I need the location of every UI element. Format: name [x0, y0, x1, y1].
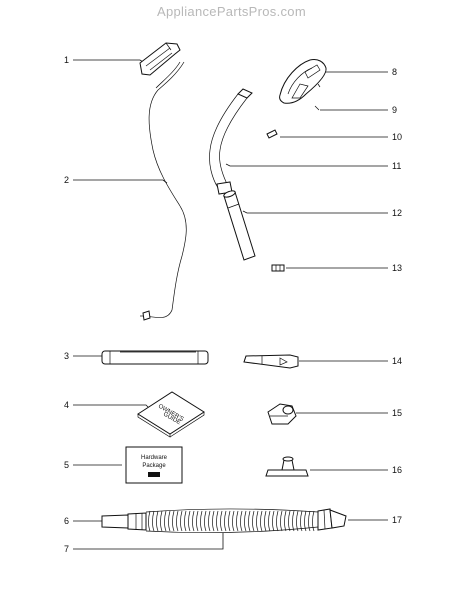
callout-6[interactable]: 6: [64, 516, 69, 526]
hose-rib: [164, 510, 167, 532]
callout-7[interactable]: 7: [64, 544, 69, 554]
hose-rib: [228, 510, 231, 532]
watermark: AppliancePartsPros.com: [157, 4, 306, 19]
hose-rib: [188, 510, 191, 532]
hose-rib: [276, 510, 279, 532]
hose-rib: [232, 510, 235, 532]
callout-16[interactable]: 16: [392, 465, 402, 475]
hose-rib: [304, 510, 307, 532]
hose-rib: [172, 510, 175, 532]
hose-rib: [220, 510, 223, 532]
callout-2[interactable]: 2: [64, 175, 69, 185]
part-4-owners-guide[interactable]: OWNER'S GUIDE: [137, 391, 205, 438]
callout-14[interactable]: 14: [392, 356, 402, 366]
callout-12[interactable]: 12: [392, 208, 402, 218]
part-10-pin[interactable]: [266, 129, 278, 139]
callout-15[interactable]: 15: [392, 408, 402, 418]
hose-rib: [180, 510, 183, 532]
hose-rib: [300, 510, 303, 532]
part-14-crevice-tool[interactable]: [243, 354, 299, 369]
hose-rib: [280, 510, 283, 532]
part-2-power-cord[interactable]: [140, 61, 187, 321]
hose-rib: [296, 510, 299, 532]
hose-rib: [256, 510, 259, 532]
hose-rib: [292, 510, 295, 532]
part-8-handle-assembly[interactable]: [279, 59, 327, 104]
hose-rib: [248, 510, 251, 532]
hose-rib: [216, 510, 219, 532]
part-1-handle-grip[interactable]: [139, 42, 181, 76]
hose-rib: [288, 510, 291, 532]
callout-1[interactable]: 1: [64, 55, 69, 65]
hardware-package-line1: Hardware: [141, 455, 168, 461]
hose-rib: [244, 510, 247, 532]
hose-rib: [148, 510, 151, 532]
callout-8[interactable]: 8: [392, 67, 397, 77]
hose-rib: [200, 510, 203, 532]
part-17-hose-end[interactable]: [317, 508, 347, 531]
hose-rib: [152, 510, 155, 532]
hose-rib: [284, 510, 287, 532]
hose-rib: [168, 510, 171, 532]
part-7-flexible-hose[interactable]: [145, 508, 319, 533]
hose-rib: [156, 510, 159, 532]
hose-rib: [160, 510, 163, 532]
hardware-package-clip-icon: [148, 472, 160, 477]
callout-11[interactable]: 11: [392, 161, 401, 171]
hose-rib: [268, 510, 271, 532]
part-11-curved-wand[interactable]: [209, 88, 253, 195]
part-6-hose-cuff[interactable]: [101, 512, 147, 531]
hose-rib: [264, 510, 267, 532]
hardware-package-line2: Package: [142, 463, 166, 469]
part-12-straight-wand[interactable]: [223, 190, 256, 261]
hose-rib: [212, 510, 215, 532]
part-16-floor-brush[interactable]: [265, 456, 309, 477]
callout-4[interactable]: 4: [64, 400, 69, 410]
callout-3[interactable]: 3: [64, 351, 69, 361]
part-9-screw-alt: [317, 83, 321, 88]
hose-rib: [204, 510, 207, 532]
callout-13[interactable]: 13: [392, 263, 402, 273]
callout-17[interactable]: 17: [392, 515, 402, 525]
hose-rib: [224, 510, 227, 532]
part-13-clip[interactable]: [271, 264, 285, 272]
callout-10[interactable]: 10: [392, 132, 402, 142]
hose-rib: [196, 510, 199, 532]
part-5-hardware-package[interactable]: Hardware Package: [125, 446, 183, 484]
hose-rib: [260, 510, 263, 532]
hose-rib: [252, 510, 255, 532]
hose-rib: [272, 510, 275, 532]
hose-rib: [236, 510, 239, 532]
hose-rib: [308, 510, 311, 532]
hose-rib: [176, 510, 179, 532]
leader-lines: [73, 59, 388, 550]
part-9-screw[interactable]: [314, 105, 320, 111]
part-3-extension-wand[interactable]: [101, 350, 209, 365]
hose-rib: [192, 510, 195, 532]
hose-rib: [208, 510, 211, 532]
hose-rib: [184, 510, 187, 532]
hose-rib: [312, 510, 315, 532]
part-15-upholstery-nozzle[interactable]: [267, 403, 297, 425]
callout-5[interactable]: 5: [64, 460, 69, 470]
hose-rib: [240, 510, 243, 532]
callout-9[interactable]: 9: [392, 105, 397, 115]
